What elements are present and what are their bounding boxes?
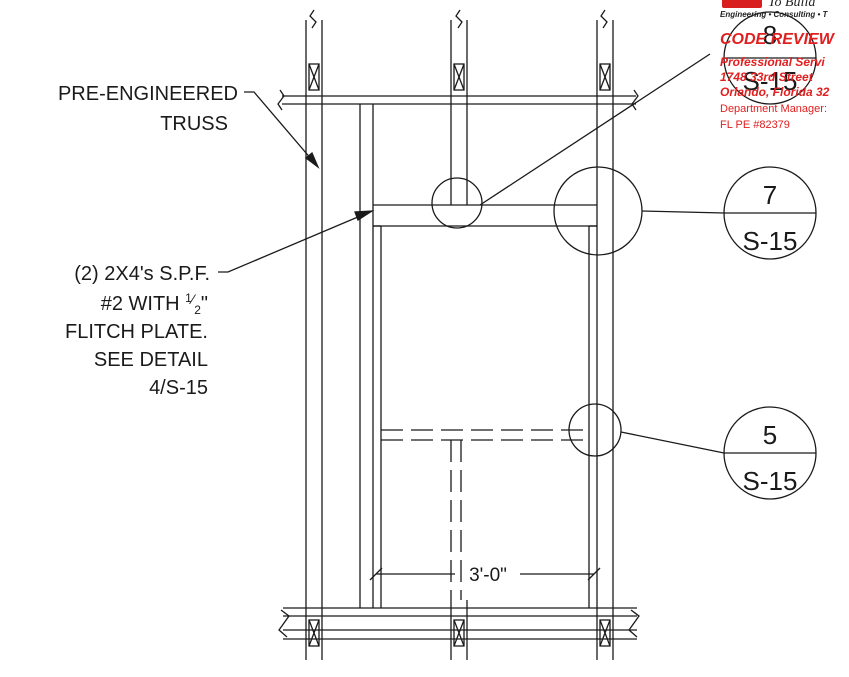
truss-right (596, 9, 614, 660)
truss-note-line1: PRE-ENGINEERED (58, 83, 238, 105)
stamp-line-1: Professional Servi (720, 55, 825, 69)
header-note-line5: 4/S-15 (149, 377, 208, 399)
leader-5 (620, 431, 725, 454)
opening-studs (359, 104, 597, 608)
callout-bubble-8[interactable] (723, 11, 817, 105)
stamp-line-4: Department Manager: (720, 103, 827, 115)
opening-dimension-line (369, 567, 601, 581)
flitch-header (373, 204, 597, 227)
truss-note-line2: TRUSS (160, 113, 228, 135)
leader-7 (641, 210, 725, 214)
truss-note: PRE-ENGINEERED TRUSS (58, 83, 238, 135)
stamp-logo-icon (722, 0, 762, 8)
stamp-line-2: 1748 33rd Street (720, 70, 813, 84)
leader-8 (479, 53, 711, 206)
callout-5-sheet: S-15 (743, 466, 798, 496)
dashed-lower-header (381, 429, 589, 600)
header-note-line3: FLITCH PLATE. (65, 321, 208, 343)
detail-circle-7 (553, 166, 643, 256)
detail-circle-8 (431, 177, 483, 229)
callout-7-detail: 7 (763, 180, 777, 210)
top-plate (277, 89, 639, 111)
stamp-line-5: FL PE #82379 (720, 119, 790, 131)
header-note-line1: (2) 2X4's S.P.F. (74, 263, 210, 285)
truss-center (450, 9, 468, 660)
callout-7-sheet: S-15 (743, 226, 798, 256)
fraction-numerator: 1 (185, 291, 192, 305)
header-note-leader (218, 210, 375, 273)
fraction-denominator: 2 (194, 303, 201, 317)
detail-circle-5 (568, 403, 622, 457)
code-review-stamp: To Build Engineering • Consulting • T CO… (718, 0, 849, 150)
truss-left (305, 9, 323, 660)
stamp-title: CODE REVIEW (720, 31, 834, 48)
callout-8-sheet: S-15 (743, 66, 798, 96)
header-note: (2) 2X4's S.P.F. #2 WITH 1⁄2" FLITCH PLA… (65, 263, 210, 399)
header-note-line2-post: " (201, 293, 208, 315)
header-note-line2-pre: #2 WITH (101, 293, 185, 315)
truss-note-leader (244, 91, 320, 169)
callout-8-detail: 8 (763, 20, 777, 50)
header-note-line2: #2 WITH 1⁄2" (101, 291, 208, 317)
header-note-line4: SEE DETAIL (94, 349, 208, 371)
stamp-tagline: Engineering • Consulting • T (720, 10, 828, 19)
opening-dimension: 3'-0" (469, 565, 507, 586)
callout-5-detail: 5 (763, 420, 777, 450)
stamp-line-3: Orlando, Florida 32 (720, 85, 830, 99)
stamp-brand: To Build (768, 0, 816, 10)
